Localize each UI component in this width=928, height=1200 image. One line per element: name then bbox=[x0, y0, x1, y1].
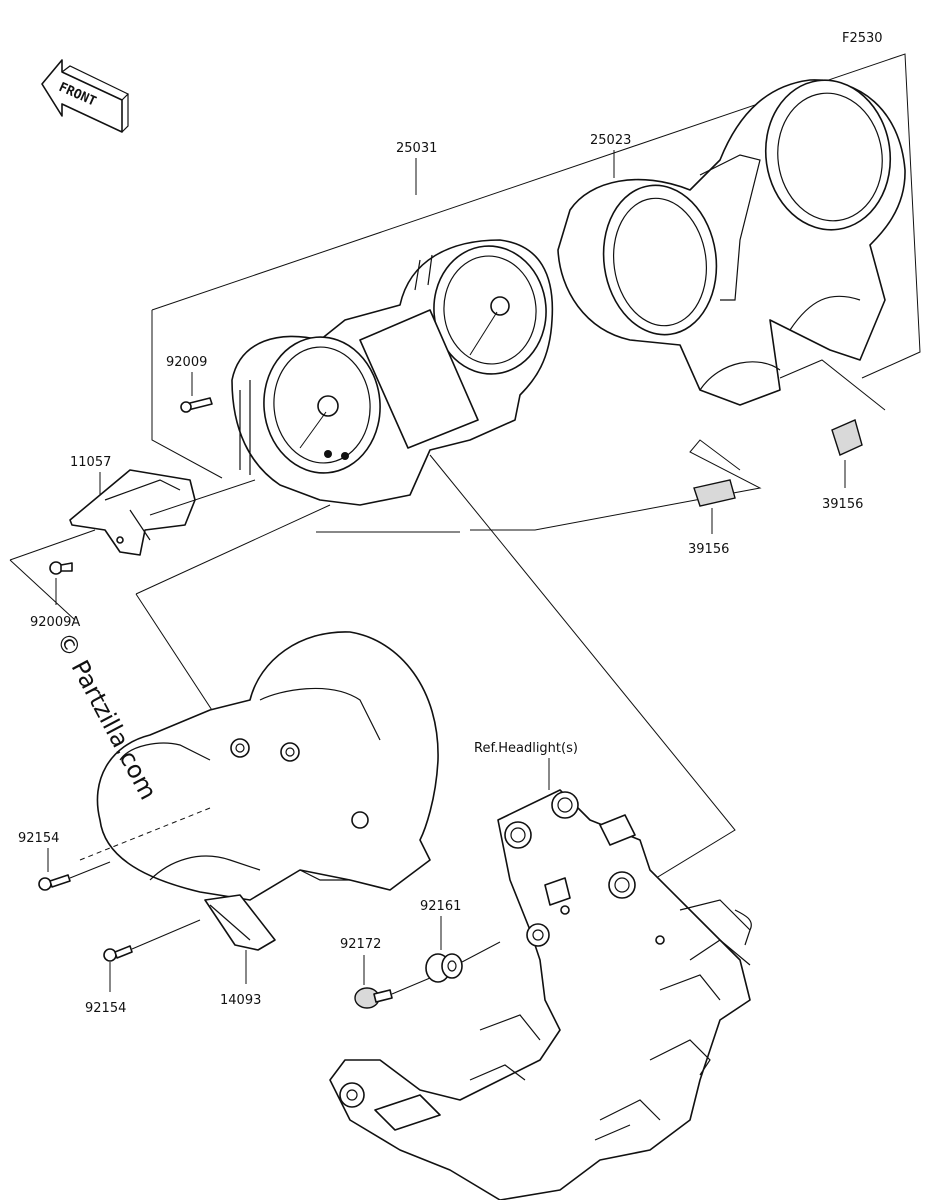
damper-92161 bbox=[425, 953, 463, 983]
screw-92009A bbox=[49, 561, 73, 575]
callout-11057: 11057 bbox=[70, 455, 111, 470]
assembly-boundary-25031 bbox=[151, 53, 921, 531]
screw-92009 bbox=[180, 397, 213, 413]
front-direction-arrow: FRONT bbox=[41, 59, 130, 133]
figure-code: F2530 bbox=[842, 31, 883, 46]
bracket-11057 bbox=[69, 469, 196, 556]
callout-39156-right: 39156 bbox=[822, 497, 863, 512]
meter-case-housing bbox=[79, 631, 439, 901]
rubber-39156-right bbox=[831, 419, 863, 456]
callout-25023: 25023 bbox=[590, 133, 631, 148]
reference-headlight-label: Ref.Headlight(s) bbox=[474, 741, 578, 756]
callout-92154-upper: 92154 bbox=[18, 831, 59, 846]
callout-92009A: 92009A bbox=[30, 615, 80, 630]
callout-92161: 92161 bbox=[420, 899, 461, 914]
callout-25031: 25031 bbox=[396, 141, 437, 156]
callout-92154-lower: 92154 bbox=[85, 1001, 126, 1016]
rubber-39156-lower bbox=[693, 479, 736, 507]
part-14093 bbox=[204, 894, 276, 951]
callout-39156-lower: 39156 bbox=[688, 542, 729, 557]
headlight-stay-bracket bbox=[329, 789, 752, 1200]
screw-92154-lower bbox=[103, 945, 133, 962]
callout-92009: 92009 bbox=[166, 355, 207, 370]
collar-92172 bbox=[354, 987, 393, 1009]
meter-assembly-25031 bbox=[231, 239, 554, 506]
meter-cover-25023 bbox=[557, 79, 906, 406]
screw-92154-upper bbox=[38, 874, 71, 891]
callout-14093: 14093 bbox=[220, 993, 261, 1008]
callout-92172: 92172 bbox=[340, 937, 381, 952]
